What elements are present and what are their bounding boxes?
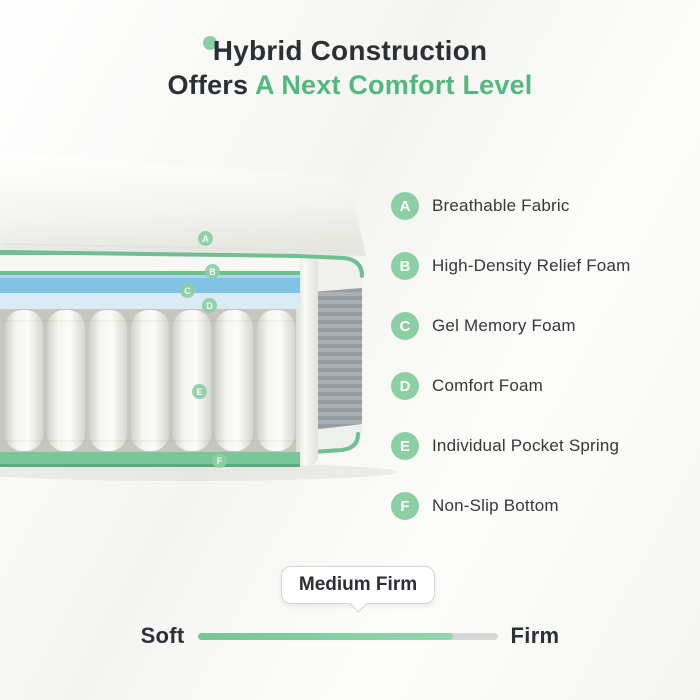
legend-item-e: E Individual Pocket Spring — [391, 432, 630, 460]
legend-item-c: C Gel Memory Foam — [391, 312, 630, 340]
diagram-marker-b: B — [205, 264, 220, 279]
firmness-scale: Soft Firm — [0, 623, 700, 649]
diagram-marker-a: A — [198, 231, 213, 246]
legend-marker-d: D — [391, 372, 419, 400]
soft-label: Soft — [140, 623, 185, 648]
legend-item-d: D Comfort Foam — [391, 372, 630, 400]
legend-label-f: Non-Slip Bottom — [432, 496, 559, 515]
title-line2-prefix: Offers — [167, 70, 255, 100]
firmness-bar — [197, 632, 498, 640]
header: Hybrid Construction Offers A Next Comfor… — [0, 34, 700, 102]
legend-marker-e: E — [391, 432, 419, 460]
legend-label-b: High-Density Relief Foam — [432, 256, 631, 275]
legend-item-a: A Breathable Fabric — [391, 192, 630, 220]
firm-label: Firm — [510, 623, 560, 648]
diagram-marker-e: E — [192, 384, 207, 399]
legend-marker-b: B — [391, 252, 419, 280]
legend-label-c: Gel Memory Foam — [432, 316, 576, 335]
legend-label-a: Breathable Fabric — [432, 196, 570, 215]
firmness-bar-fill — [197, 632, 453, 640]
legend: A Breathable Fabric B High-Density Relie… — [391, 192, 630, 520]
firmness-badge-pointer — [349, 594, 368, 613]
legend-marker-a: A — [391, 192, 419, 220]
diagram-marker-c: C — [180, 283, 195, 298]
legend-item-b: B High-Density Relief Foam — [391, 252, 630, 280]
legend-marker-c: C — [391, 312, 419, 340]
title-line2: Offers A Next Comfort Level — [0, 68, 700, 102]
diagram-marker-f: F — [212, 453, 227, 468]
legend-item-f: F Non-Slip Bottom — [391, 492, 630, 520]
firmness-section: Medium Firm Soft Firm — [0, 566, 700, 649]
firmness-badge: Medium Firm — [280, 566, 436, 613]
legend-label-e: Individual Pocket Spring — [432, 436, 620, 455]
title-accent-dot — [203, 36, 217, 50]
legend-label-d: Comfort Foam — [432, 376, 544, 395]
title-line2-highlight: A Next Comfort Level — [254, 70, 533, 100]
firmness-badge-label: Medium Firm — [298, 574, 418, 595]
diagram-marker-d: D — [202, 298, 217, 313]
title-line1: Hybrid Construction — [212, 35, 488, 66]
legend-marker-f: F — [391, 492, 419, 520]
